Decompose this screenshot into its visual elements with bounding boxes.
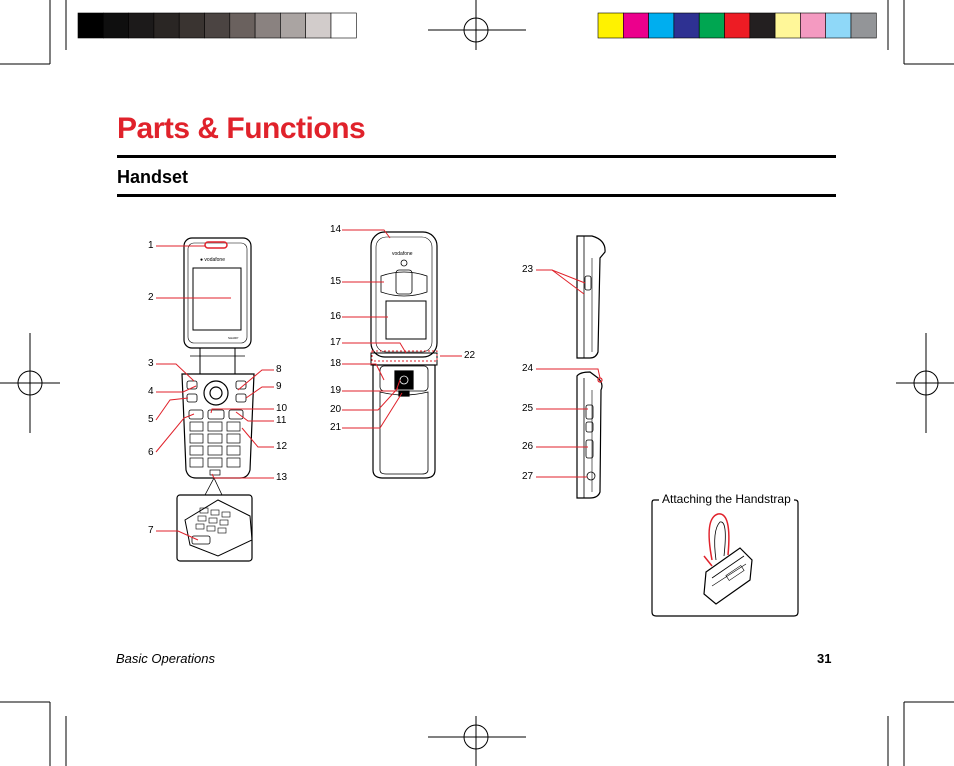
svg-text:SHARP: SHARP xyxy=(228,336,238,340)
color-swatch xyxy=(774,12,801,39)
handstrap-box xyxy=(651,499,799,617)
callout-number: 27 xyxy=(522,471,534,482)
callout-number: 1 xyxy=(148,240,154,251)
callout-number: 6 xyxy=(148,447,154,458)
phone-side-bottom-illustration xyxy=(576,371,603,499)
callout-number: 25 xyxy=(522,403,534,414)
color-swatch xyxy=(103,12,129,39)
svg-text:● vodafone: ● vodafone xyxy=(200,257,225,263)
phone-side-top-illustration xyxy=(576,235,606,359)
section-rule xyxy=(117,194,836,197)
color-swatch xyxy=(648,12,675,39)
page-title: Parts & Functions xyxy=(117,112,366,145)
color-swatch xyxy=(749,12,776,39)
color-swatch xyxy=(128,12,155,39)
color-swatch xyxy=(153,12,180,39)
callout-number: 26 xyxy=(522,441,534,452)
callout-number: 17 xyxy=(330,337,342,348)
callout-number: 21 xyxy=(330,422,342,433)
callout-leader-lines xyxy=(155,229,601,541)
callout-number: 16 xyxy=(330,311,342,322)
section-heading: Handset xyxy=(117,167,189,187)
color-swatch xyxy=(698,12,725,39)
callout-number: 7 xyxy=(148,525,154,536)
color-swatch xyxy=(724,12,751,39)
callout-number: 3 xyxy=(148,358,154,369)
color-swatch xyxy=(850,12,877,39)
color-swatch xyxy=(229,12,256,39)
callout-number: 23 xyxy=(522,264,534,275)
color-swatch xyxy=(305,12,332,39)
title-rule xyxy=(117,155,836,158)
color-swatch xyxy=(622,12,649,39)
footer-section-name: Basic Operations xyxy=(116,651,215,666)
callout-number: 9 xyxy=(276,381,282,392)
callout-number: 14 xyxy=(330,224,342,235)
callout-number: 11 xyxy=(276,415,287,426)
callout-number: 5 xyxy=(148,414,154,425)
color-swatch xyxy=(330,12,357,39)
callout-number: 15 xyxy=(330,276,342,287)
color-swatch xyxy=(77,12,104,39)
gray-swatch-strip xyxy=(77,12,357,39)
callout-number: 4 xyxy=(148,386,154,397)
callout-number: 2 xyxy=(148,292,154,303)
phone-front-illustration: ● vodafone SHARP xyxy=(176,237,255,562)
callout-number: 20 xyxy=(330,404,342,415)
callout-number: 10 xyxy=(276,403,288,414)
color-swatch xyxy=(178,12,205,39)
color-swatch xyxy=(597,12,624,39)
callout-number: 19 xyxy=(330,385,342,396)
svg-text:vodafone: vodafone xyxy=(392,251,413,257)
callout-number: 12 xyxy=(276,441,288,452)
callout-number: 24 xyxy=(522,363,534,374)
callout-number: 18 xyxy=(330,358,342,369)
color-swatch xyxy=(204,12,231,39)
phone-closed-illustration: vodafone xyxy=(370,231,438,479)
handstrap-caption: Attaching the Handstrap xyxy=(659,492,794,506)
callout-number: 13 xyxy=(276,472,288,483)
color-swatch xyxy=(254,12,281,39)
callout-number: 8 xyxy=(276,364,282,375)
callout-number: 22 xyxy=(464,350,476,361)
color-swatch xyxy=(673,12,700,39)
color-swatch xyxy=(800,12,827,39)
page-number: 31 xyxy=(817,651,832,666)
color-swatch-strip xyxy=(597,12,877,39)
color-swatch xyxy=(825,12,852,39)
color-swatch xyxy=(280,12,306,39)
